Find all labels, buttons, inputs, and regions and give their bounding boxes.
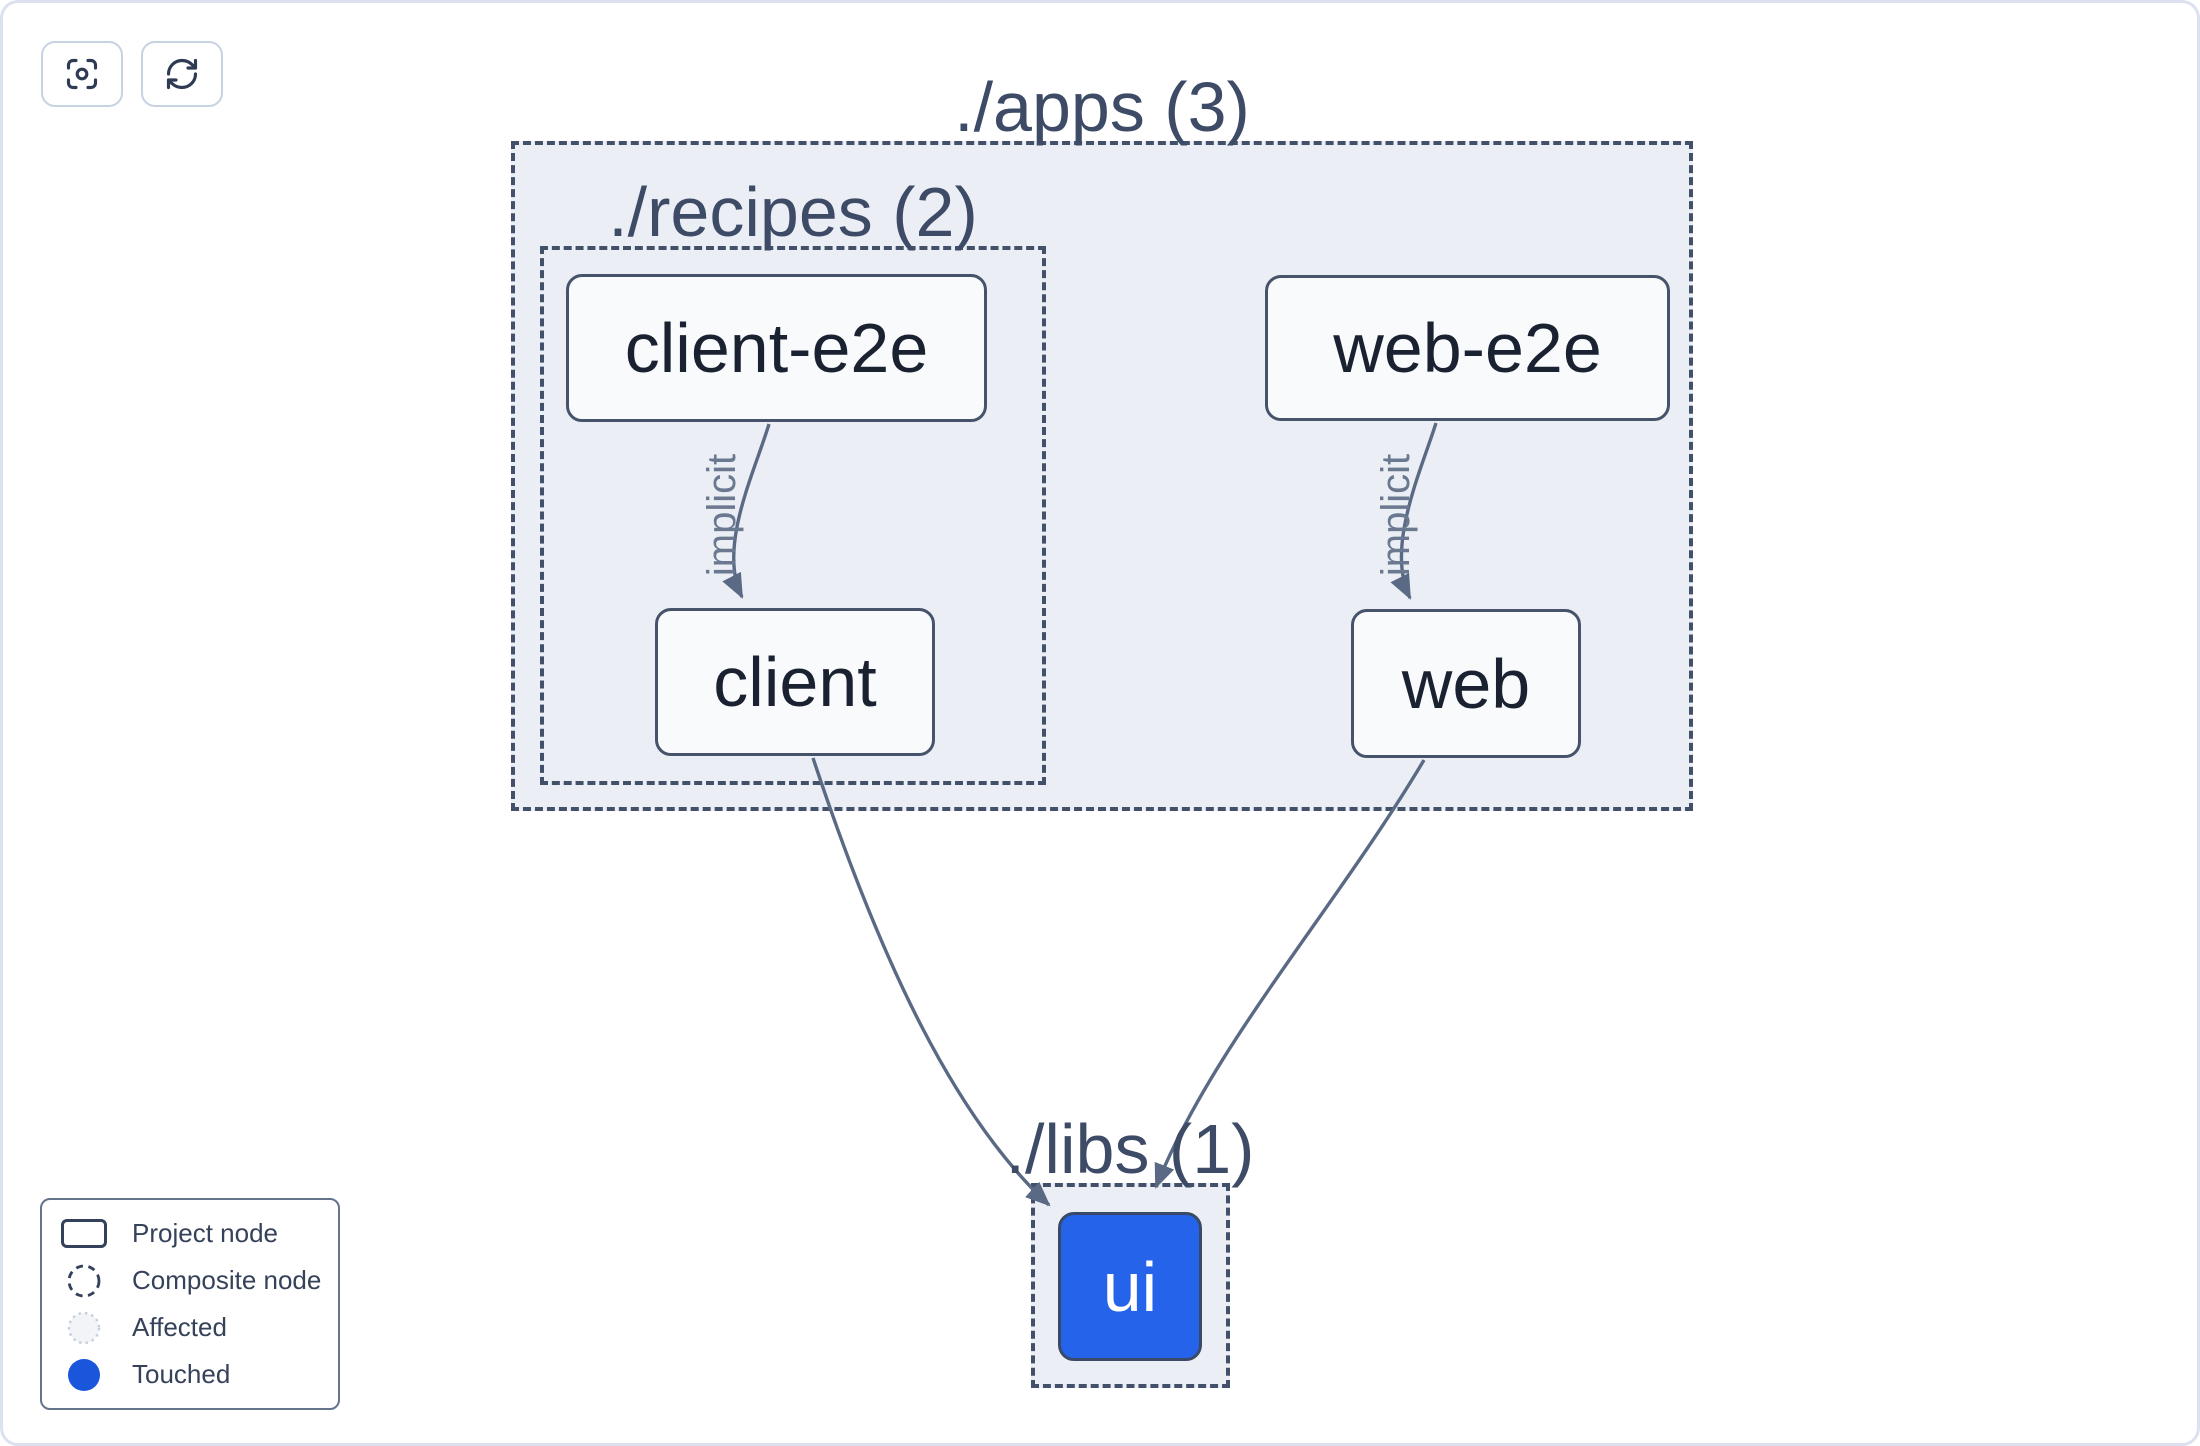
node-label: web	[1401, 644, 1531, 723]
node-label: ui	[1102, 1247, 1158, 1326]
legend-label: Project node	[132, 1218, 278, 1248]
composite-title-libs: ./libs (1)	[1005, 1110, 1255, 1188]
edge-web-e2e-to-web[interactable]	[1390, 422, 1438, 600]
node-label: client	[713, 643, 877, 721]
project-node-swatch	[60, 1219, 108, 1248]
node-label: web-e2e	[1333, 309, 1602, 387]
project-node-web[interactable]: web	[1351, 609, 1581, 758]
legend-row-composite-node: Composite node	[60, 1263, 322, 1299]
touched-swatch	[60, 1357, 108, 1393]
project-node-client[interactable]: client	[655, 608, 935, 756]
legend-row-touched: Touched	[60, 1358, 320, 1392]
legend-row-affected: Affected	[60, 1311, 320, 1345]
refresh-button[interactable]	[141, 41, 223, 107]
legend-panel: Project node Composite node Affected	[40, 1198, 340, 1410]
legend-row-project-node: Project node	[60, 1217, 320, 1251]
legend-label: Touched	[132, 1359, 231, 1389]
composite-title-recipes: ./recipes (2)	[608, 173, 978, 251]
edge-web-to-ui[interactable]	[1154, 759, 1426, 1189]
affected-swatch	[60, 1310, 108, 1346]
project-node-client-e2e[interactable]: client-e2e	[566, 274, 987, 422]
legend-label: Composite node	[132, 1265, 322, 1295]
composite-box-recipes[interactable]	[540, 246, 1046, 785]
legend-label: Affected	[132, 1312, 227, 1342]
edge-client-to-ui[interactable]	[811, 757, 1051, 1207]
focus-icon	[66, 58, 98, 90]
edge-client-e2e-to-client[interactable]	[722, 423, 771, 599]
composite-title-apps: ./apps (3)	[954, 68, 1250, 146]
node-label: client-e2e	[624, 309, 929, 387]
project-node-ui[interactable]: ui	[1058, 1212, 1202, 1361]
composite-node-swatch	[60, 1263, 108, 1299]
refresh-icon	[166, 58, 198, 90]
project-node-web-e2e[interactable]: web-e2e	[1265, 275, 1670, 421]
focus-button[interactable]	[41, 41, 123, 107]
